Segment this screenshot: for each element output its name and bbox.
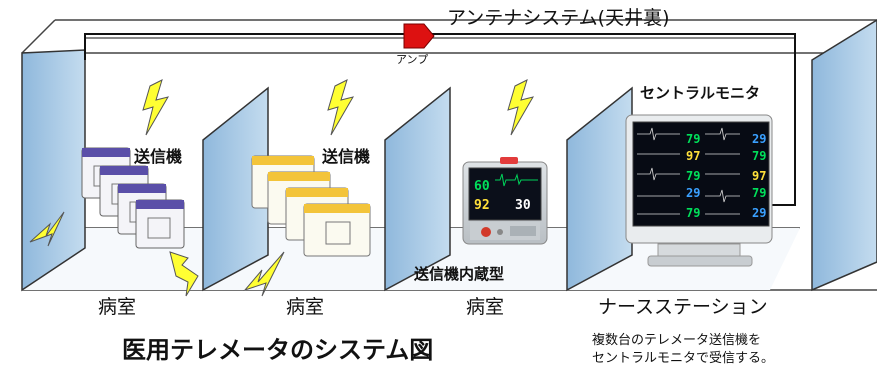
lightning-icon	[142, 79, 170, 136]
bedside-value-hr: 60	[474, 179, 490, 194]
partition-wall-2	[384, 86, 451, 292]
transmitter-label-room1: 送信機	[134, 147, 183, 166]
room-label-1: 病室	[98, 296, 137, 318]
antenna-system-label: アンテナシステム(天井裏)	[447, 7, 670, 29]
transmitter-label-room2: 送信機	[322, 147, 371, 166]
room-label-3: 病室	[466, 296, 505, 318]
wall-left-end	[21, 49, 86, 292]
central-value: 79	[686, 206, 700, 220]
lightning-icon	[29, 211, 65, 247]
lightning-icons	[29, 79, 535, 297]
wall-right-end	[811, 19, 877, 292]
lightning-icon	[243, 251, 285, 297]
transmitter-stack-room1	[81, 147, 185, 249]
bedside-value-resp: 30	[515, 198, 531, 213]
central-value: 29	[752, 132, 766, 146]
partition-wall-1	[202, 86, 269, 292]
amplifier-label: アンプ	[396, 53, 429, 66]
central-value: 29	[752, 206, 766, 220]
bedside-waveforms	[495, 173, 538, 187]
amplifier-icon	[403, 23, 435, 49]
central-value: 97	[686, 149, 700, 163]
bedside-monitor-readouts: 60 92 30	[474, 179, 531, 213]
lightning-icon	[169, 251, 199, 297]
central-value: 79	[686, 132, 700, 146]
bedside-value-spo2: 92	[474, 198, 490, 213]
central-value: 79	[752, 186, 766, 200]
central-monitor-label: セントラルモニタ	[640, 84, 761, 102]
central-value: 79	[686, 169, 700, 183]
caption: 複数台のテレメータ送信機を セントラルモニタで受信する。	[592, 333, 775, 367]
central-monitor-readouts: 79 97 79 29 79 29 79 97 79 29	[686, 132, 766, 220]
central-value: 97	[752, 169, 766, 183]
bedside-monitor	[462, 157, 548, 245]
room-label-2: 病室	[286, 296, 325, 318]
central-value: 29	[686, 186, 700, 200]
lightning-icon	[327, 79, 355, 136]
transmitter-stack-room2	[251, 155, 371, 257]
diagram-title: 医用テレメータのシステム図	[122, 336, 434, 364]
partition-wall-3	[566, 86, 633, 292]
central-value: 79	[752, 149, 766, 163]
lightning-icon	[507, 79, 535, 136]
built-in-transmitter-label: 送信機内蔵型	[414, 265, 505, 283]
antenna-cable	[84, 33, 796, 206]
central-monitor-waveforms	[637, 127, 740, 215]
room-label-nurse-station: ナースステーション	[598, 296, 768, 318]
